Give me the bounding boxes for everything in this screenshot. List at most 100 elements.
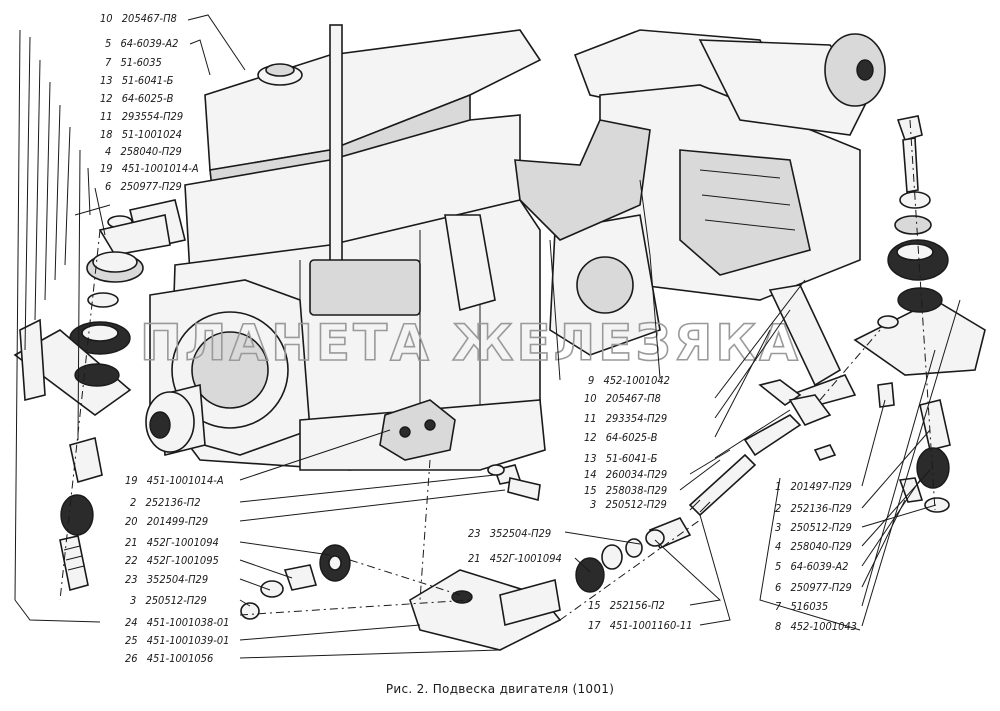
svg-text:5 64-6039-А2: 5 64-6039-А2 xyxy=(775,560,848,573)
part-number: 451-1001056 xyxy=(147,652,214,665)
part-number: 201499-П29 xyxy=(147,515,208,528)
watermark-text: ПЛАНЕТА ЖЕЛЕЗЯКА xyxy=(140,314,801,372)
svg-text:3 250512-П29: 3 250512-П29 xyxy=(130,594,207,607)
engine-block-drawing xyxy=(129,24,546,471)
svg-text:11 293554-П29: 11 293554-П29 xyxy=(100,110,183,123)
callout-label: 7 xyxy=(105,56,112,69)
svg-text:2 252136-П2: 2 252136-П2 xyxy=(130,496,201,509)
svg-text:12 64-6025-В: 12 64-6025-В xyxy=(584,431,658,444)
callouts-bottom-left: 19 451-1001014-А 2 252136-П2 20 201499-П… xyxy=(125,474,229,665)
part-number: 352504-П29 xyxy=(147,573,208,586)
part-number: 250977-П29 xyxy=(120,180,181,193)
figure-caption: Рис. 2. Подвеска двигателя (1001) xyxy=(386,682,614,696)
callout-label: 13 xyxy=(100,74,113,87)
svg-text:1 201497-П29: 1 201497-П29 xyxy=(775,480,852,493)
callout-label: 11 xyxy=(584,412,597,425)
callout-label: 14 xyxy=(584,468,597,481)
callout-label: 5 xyxy=(105,37,111,50)
part-number: 51-6035 xyxy=(120,56,161,69)
callout-label: 3 xyxy=(590,498,596,511)
callout-label: 4 xyxy=(105,145,111,158)
callout-label: 17 xyxy=(588,619,601,632)
part-number: 258040-П29 xyxy=(120,145,181,158)
svg-text:7 51-6035: 7 51-6035 xyxy=(105,56,162,69)
svg-text:6 250977-П29: 6 250977-П29 xyxy=(775,581,852,594)
svg-text:26 451-1001056: 26 451-1001056 xyxy=(125,652,213,665)
gearbox-drawing xyxy=(514,29,886,411)
callout-label: 21 xyxy=(468,552,481,565)
callout-label: 22 xyxy=(125,554,138,567)
part-number: 258038-П29 xyxy=(606,484,667,497)
svg-text:6 250977-П29: 6 250977-П29 xyxy=(105,180,182,193)
callout-label: 18 xyxy=(100,128,113,141)
callout-label: 2 xyxy=(775,502,781,515)
svg-text:21 452Г-1001094: 21 452Г-1001094 xyxy=(125,536,219,549)
part-number: 452Г-1001094 xyxy=(147,536,219,549)
callout-label: 8 xyxy=(775,620,781,633)
left-mount-parts xyxy=(13,204,171,592)
part-number: 293354-П29 xyxy=(606,412,667,425)
linkage-parts xyxy=(648,379,837,550)
callout-label: 9 xyxy=(588,374,594,387)
svg-text:3 250512-П29: 3 250512-П29 xyxy=(775,521,852,534)
part-number: 64-6025-В xyxy=(122,92,174,105)
svg-text:10 205467-П8: 10 205467-П8 xyxy=(100,12,177,25)
callout-label: 23 xyxy=(468,527,481,540)
leader-lines xyxy=(14,14,961,659)
bottom-mount-parts xyxy=(240,464,665,651)
part-number: 451-1001039-01 xyxy=(147,634,230,647)
part-number: 250512-П29 xyxy=(145,594,206,607)
callout-label: 3 xyxy=(775,521,781,534)
callout-label: 3 xyxy=(130,594,136,607)
svg-text:25 451-1001039-01: 25 451-1001039-01 xyxy=(125,634,229,647)
callouts-center: 9 452-1001042 10 205467-П8 11 293354-П29… xyxy=(584,374,670,511)
callout-label: 15 xyxy=(588,599,601,612)
callout-label: 24 xyxy=(125,616,138,629)
svg-text:13 51-6041-Б: 13 51-6041-Б xyxy=(100,74,174,87)
part-number: 64-6039-А2 xyxy=(790,560,848,573)
part-number: 260034-П29 xyxy=(606,468,667,481)
callout-label: 26 xyxy=(125,652,138,665)
part-number: 452-1001042 xyxy=(603,374,670,387)
callout-label: 4 xyxy=(775,540,781,553)
part-number: 252136-П2 xyxy=(145,496,200,509)
svg-text:9 452-1001042: 9 452-1001042 xyxy=(588,374,670,387)
callout-label: 19 xyxy=(125,474,138,487)
callout-label: 5 xyxy=(775,560,781,573)
callout-label: 1 xyxy=(775,480,781,493)
svg-text:8 452-1001043: 8 452-1001043 xyxy=(775,620,857,633)
part-number: 451-1001014-А xyxy=(147,474,224,487)
callout-label: 23 xyxy=(125,573,138,586)
callout-label: 21 xyxy=(125,536,138,549)
part-number: 51-6041-Б xyxy=(122,74,174,87)
svg-text:4 258040-П29: 4 258040-П29 xyxy=(105,145,182,158)
part-number: 201497-П29 xyxy=(790,480,851,493)
part-number: 250977-П29 xyxy=(790,581,851,594)
part-number: 516035 xyxy=(790,600,828,613)
assembly-center-lines xyxy=(59,119,936,621)
callout-label: 19 xyxy=(100,162,113,175)
part-number: 352504-П29 xyxy=(490,527,551,540)
svg-text:23 352504-П29: 23 352504-П29 xyxy=(468,527,551,540)
callout-label: 2 xyxy=(130,496,136,509)
right-mount-parts xyxy=(853,115,986,513)
part-number: 64-6039-А2 xyxy=(120,37,178,50)
callout-label: 13 xyxy=(584,452,597,465)
part-number: 205467-П8 xyxy=(122,12,177,25)
callouts-bottom-center: 23 352504-П29 21 452Г-1001094 15 252156-… xyxy=(468,527,692,632)
svg-text:15 252156-П2: 15 252156-П2 xyxy=(588,599,665,612)
svg-text:13 51-6041-Б: 13 51-6041-Б xyxy=(584,452,658,465)
callout-label: 15 xyxy=(584,484,597,497)
callouts-top-left: 10 205467-П8 5 64-6039-А2 7 51-6035 13 5… xyxy=(100,12,199,193)
svg-text:12 64-6025-В: 12 64-6025-В xyxy=(100,92,174,105)
svg-text:23 352504-П29: 23 352504-П29 xyxy=(125,573,208,586)
part-number: 51-6041-Б xyxy=(606,452,658,465)
svg-text:10 205467-П8: 10 205467-П8 xyxy=(584,392,661,405)
svg-text:19 451-1001014-А: 19 451-1001014-А xyxy=(100,162,199,175)
svg-text:21 452Г-1001094: 21 452Г-1001094 xyxy=(468,552,562,565)
callout-label: 20 xyxy=(125,515,138,528)
svg-text:18 51-1001024: 18 51-1001024 xyxy=(100,128,182,141)
callout-label: 7 xyxy=(775,600,782,613)
part-number: 293554-П29 xyxy=(122,110,183,123)
